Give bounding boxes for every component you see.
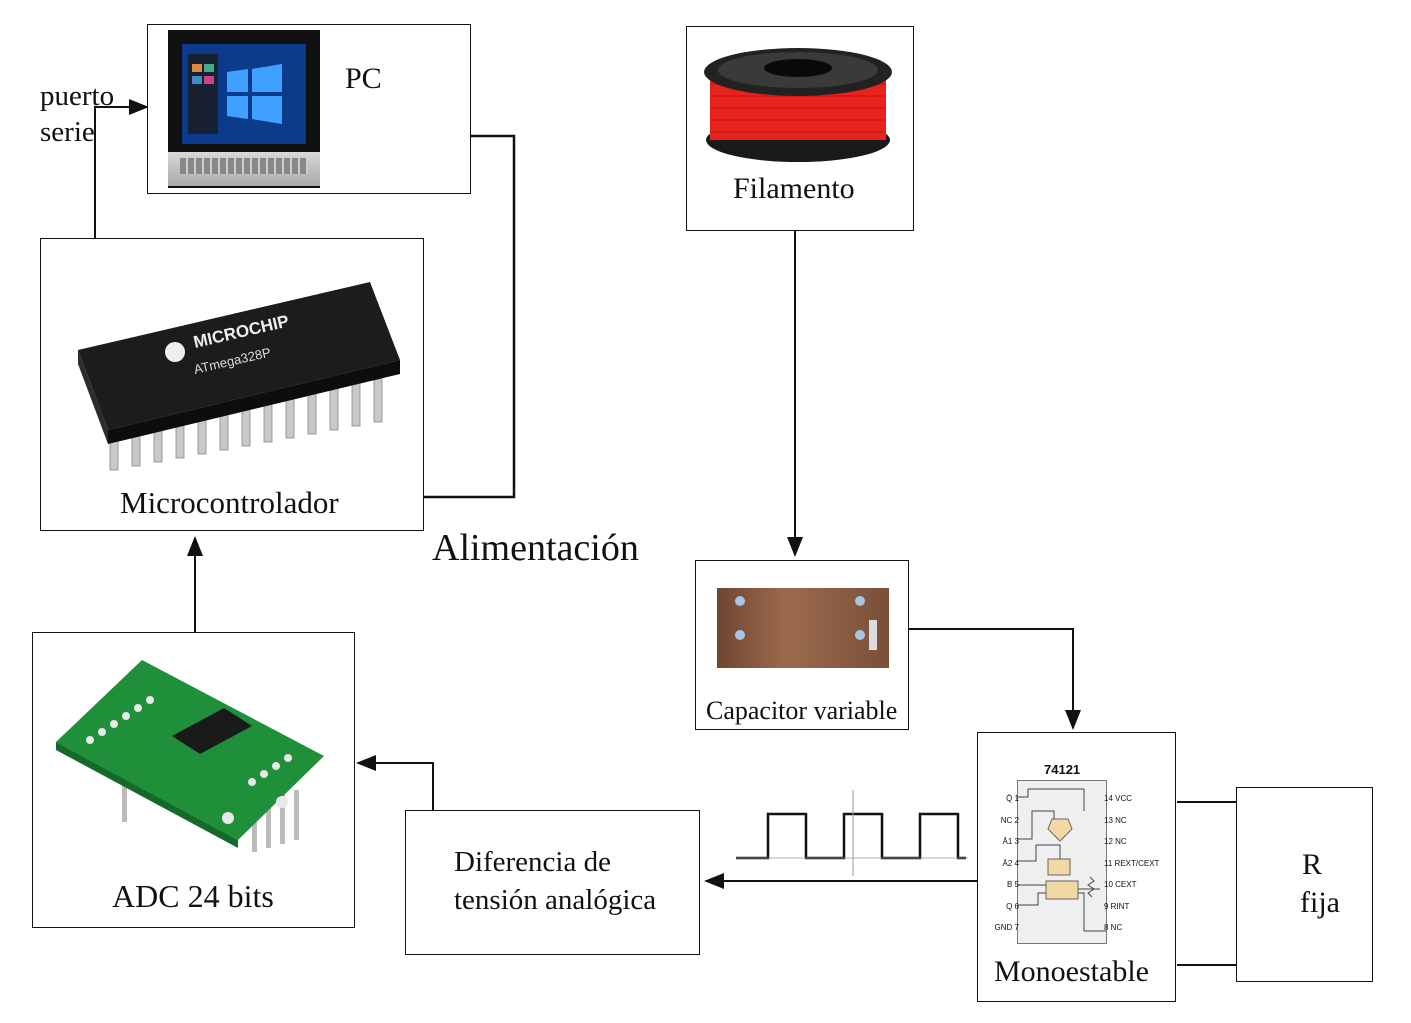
wire-diff-adc — [356, 755, 434, 810]
filament-spool-image — [704, 48, 892, 162]
resistor-label-line1: R — [1302, 848, 1323, 881]
windows-logo-icon — [182, 44, 306, 144]
atmega-chip-image: MICROCHIP ATmega328P — [78, 282, 400, 471]
square-wave — [736, 812, 966, 860]
wire-serial — [94, 99, 149, 238]
pc-label: PC — [345, 62, 382, 95]
ic-part-number: 74121 — [1044, 762, 1081, 777]
ic-right-pins: 14 VCC 13 NC 12 NC 11 REXT/CEXT 10 CEXT … — [1104, 794, 1160, 932]
filament-label: Filamento — [733, 172, 855, 205]
difference-box — [405, 810, 700, 955]
adc-module-image — [56, 660, 324, 852]
ic74121-diagram — [1017, 780, 1107, 944]
power-label: Alimentación — [432, 527, 639, 569]
wire-power — [367, 134, 516, 507]
serial-port-label-line2: serie — [40, 116, 95, 148]
adc-label: ADC 24 bits — [112, 878, 274, 914]
ic-left-pins: Q̄ 1 NC 2 Ā1 3 Ā2 4 B 5 Q 6 GND 7 — [994, 794, 1019, 932]
serial-port-label-line1: puerto — [40, 80, 115, 112]
difference-label-line1: Diferencia de — [454, 846, 611, 878]
capacitor-plate-image — [717, 588, 889, 668]
resistor-box — [1236, 787, 1373, 982]
capacitor-label: Capacitor variable — [706, 696, 898, 725]
resistor-label-line2: fija — [1300, 886, 1340, 919]
wire-cap-mono — [909, 628, 1081, 730]
difference-label-line2: tensión analógica — [454, 884, 657, 916]
laptop-image — [168, 30, 320, 188]
monostable-label: Monoestable — [994, 955, 1149, 988]
microcontroller-label: Microcontrolador — [120, 485, 339, 520]
